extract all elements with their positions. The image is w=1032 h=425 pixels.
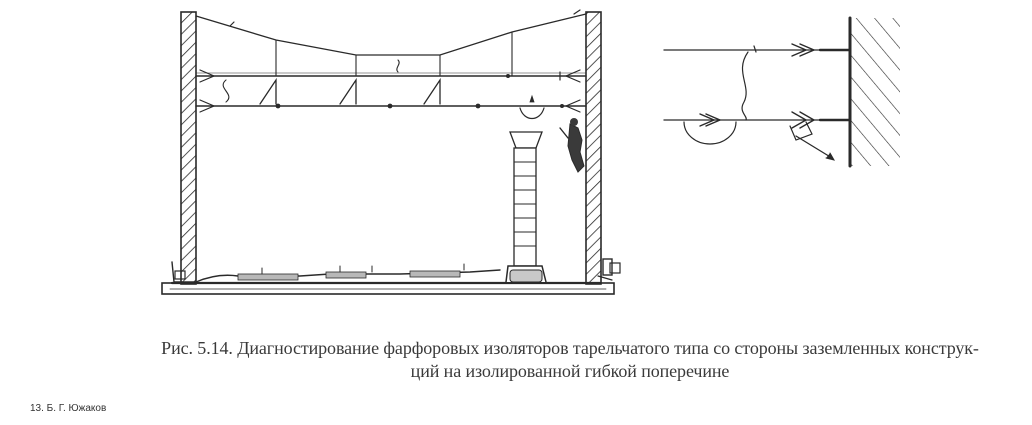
detail-upper-wire xyxy=(663,43,852,57)
upper-busbar xyxy=(195,69,587,83)
left-jumper-loop xyxy=(222,79,230,103)
caption-line-1: Рис. 5.14. Диагностирование фарфоровых и… xyxy=(161,338,979,358)
figure-illustration xyxy=(161,9,900,295)
ground-base xyxy=(161,281,615,295)
lower-busbar xyxy=(195,99,587,113)
left-support-post xyxy=(171,11,197,285)
detail-lower-wire xyxy=(663,111,852,145)
right-jumper-loop xyxy=(519,107,545,120)
diagnostic-probe xyxy=(789,121,836,161)
insulator-column xyxy=(505,131,547,283)
ground-cable-run xyxy=(195,263,501,283)
insulator-strings xyxy=(259,77,441,105)
top-suspension-cable xyxy=(195,9,587,77)
worker-figure xyxy=(559,118,585,173)
figure-caption: Рис. 5.14. Диагностирование фарфоровых и… xyxy=(120,337,1020,383)
detail-jumper xyxy=(741,51,749,121)
signature-mark: 13. Б. Г. Южаков xyxy=(30,403,107,414)
right-support-post xyxy=(585,11,621,285)
caption-line-2: ций на изолированной гибкой поперечине xyxy=(410,361,730,381)
detail-view xyxy=(663,16,900,168)
portal-structure xyxy=(161,9,621,295)
hatched-wall xyxy=(848,16,900,168)
